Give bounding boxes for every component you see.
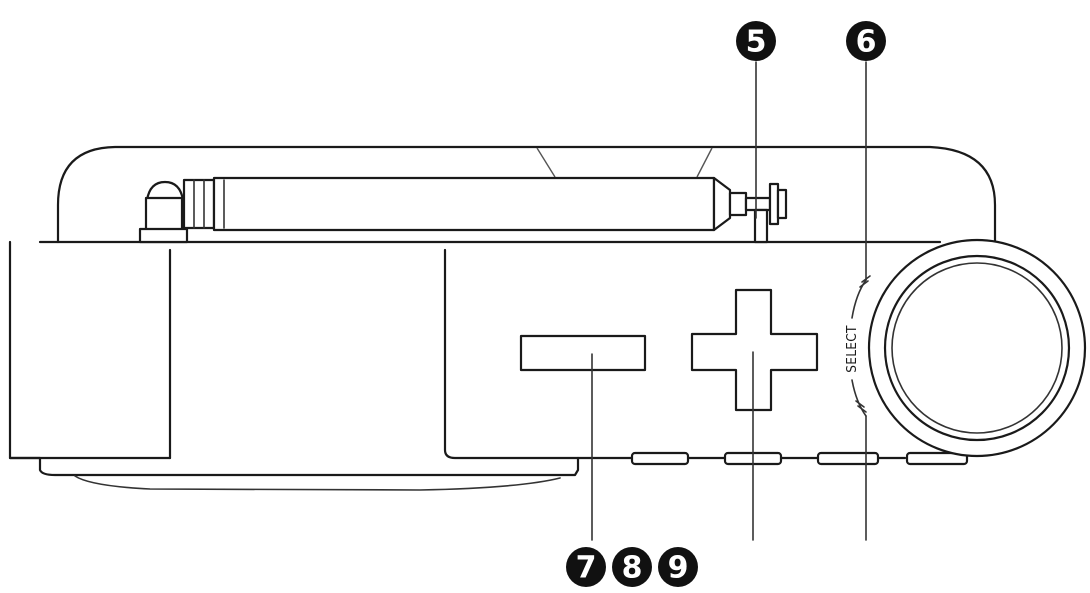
- cross-navigation-button[interactable]: [690, 288, 819, 412]
- select-label: SELECT: [844, 325, 860, 373]
- rotary-select-knob[interactable]: [867, 238, 1087, 458]
- callout-9-number: 9: [668, 551, 689, 586]
- callout-7-number: 7: [576, 551, 597, 586]
- antenna: [138, 176, 788, 244]
- bottom-key-4[interactable]: [905, 451, 969, 466]
- callout-7: 7: [566, 547, 606, 587]
- callout-5: 5: [736, 21, 776, 61]
- callout-8-number: 8: [622, 551, 643, 586]
- leader-lines: [591, 61, 867, 541]
- left-panel: [8, 240, 580, 491]
- bottom-key-1[interactable]: [630, 451, 690, 466]
- rectangular-button[interactable]: [519, 334, 647, 372]
- callout-8: 8: [612, 547, 652, 587]
- select-marking: SELECT: [844, 275, 871, 417]
- right-panel: [443, 248, 907, 460]
- rear-housing: [56, 145, 997, 244]
- callout-9: 9: [658, 547, 698, 587]
- bottom-key-3[interactable]: [816, 451, 880, 466]
- callout-5-number: 5: [746, 25, 767, 60]
- callout-6-number: 6: [856, 25, 877, 60]
- callout-6: 6: [846, 21, 886, 61]
